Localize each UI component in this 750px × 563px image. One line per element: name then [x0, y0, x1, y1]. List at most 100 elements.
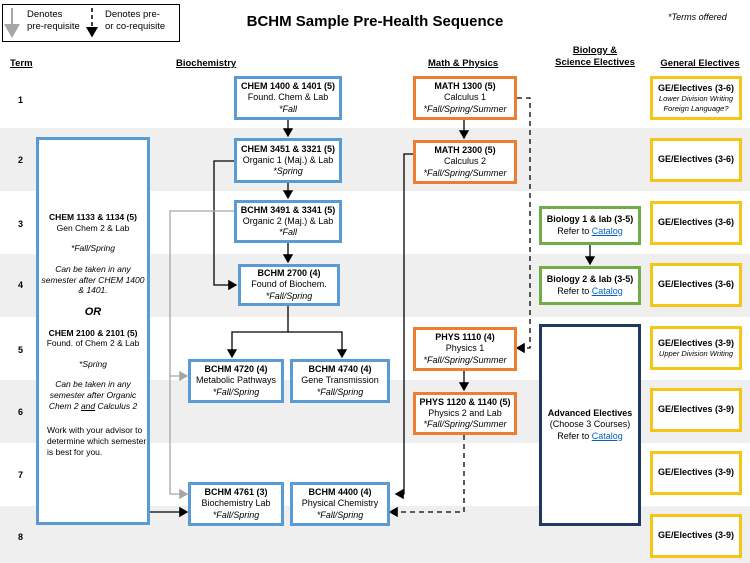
arrow-bchm2700-to-bchm4740	[288, 331, 348, 359]
course-bchm4720[interactable]: BCHM 4720 (4) Metabolic Pathways *Fall/S…	[188, 359, 284, 403]
bio1-refer: Refer to	[557, 225, 592, 236]
ge-term-4[interactable]: GE/Electives (3-6)	[650, 263, 742, 307]
chem1400-title: CHEM 1400 & 1401 (5)	[240, 81, 336, 92]
bchm4740-terms: *Fall/Spring	[316, 386, 364, 397]
adv-catalog-link[interactable]: Catalog	[591, 430, 623, 441]
course-bchm4740[interactable]: BCHM 4740 (4) Gene Transmission *Fall/Sp…	[290, 359, 390, 403]
chem1133-title: CHEM 1133 & 1134 (5)	[49, 212, 137, 222]
chem1133-note: Can be taken in any semester after CHEM …	[41, 263, 145, 296]
advanced-electives-panel[interactable]: Advanced Electives (Choose 3 Courses) Re…	[539, 324, 641, 526]
math2300-sub: Calculus 2	[443, 156, 487, 167]
chem1400-sub: Found. Chem & Lab	[247, 92, 329, 103]
bchm4720-title: BCHM 4720 (4)	[204, 364, 268, 375]
legend-coreq-line2: or co-requisite	[105, 21, 166, 33]
course-phys1120[interactable]: PHYS 1120 & 1140 (5) Physics 2 and Lab *…	[413, 392, 517, 435]
ge-term-7[interactable]: GE/Electives (3-9)	[650, 451, 742, 495]
chem1133-terms: *Fall/Spring	[71, 243, 115, 254]
term-number-4: 4	[18, 280, 24, 290]
arrow-chem3451-to-bchm2700	[213, 160, 238, 291]
advisor-note: Work with your advisor to determine whic…	[47, 425, 147, 457]
math2300-terms: *Fall/Spring/Summer	[423, 167, 507, 178]
course-bio1[interactable]: Biology 1 & lab (3-5) Refer to Catalog	[539, 206, 641, 245]
phys1120-sub: Physics 2 and Lab	[428, 407, 502, 418]
ge1-note2: Foreign Language?	[663, 103, 729, 113]
arrow-phys1120-to-bchm4400	[388, 435, 465, 518]
bio2-refer: Refer to	[557, 285, 592, 296]
ge-term-2[interactable]: GE/Electives (3-6)	[650, 138, 742, 182]
ge1-note1: Lower Division Writing	[658, 94, 734, 104]
course-math2300[interactable]: MATH 2300 (5) Calculus 2 *Fall/Spring/Su…	[413, 140, 517, 184]
chem2100-note-a: Can be taken in any semester after Organ…	[48, 379, 137, 411]
chem2100-subtitle: Found. of Chem 2 & Lab	[46, 338, 140, 349]
course-bchm4761[interactable]: BCHM 4761 (3) Biochemistry Lab *Fall/Spr…	[188, 482, 284, 526]
ge5-title: GE/Electives (3-9)	[657, 337, 735, 348]
bchm4740-title: BCHM 4740 (4)	[308, 364, 372, 375]
bchm3491-title: BCHM 3491 & 3341 (5)	[240, 204, 336, 215]
ge7-title: GE/Electives (3-9)	[657, 467, 735, 478]
bchm3491-terms: *Fall	[278, 227, 297, 238]
legend-prereq-line1: Denotes	[27, 9, 63, 20]
arrow-math2300-to-bchm4400	[394, 153, 413, 500]
math1300-title: MATH 1300 (5)	[434, 81, 496, 92]
bchm4720-sub: Metabolic Pathways	[195, 375, 277, 386]
bio2-refer-line: Refer to Catalog	[557, 286, 623, 297]
header-biology-line2: Science Electives	[555, 57, 635, 69]
bchm4761-terms: *Fall/Spring	[212, 509, 260, 520]
phys1120-title: PHYS 1120 & 1140 (5)	[419, 396, 511, 407]
course-phys1110[interactable]: PHYS 1110 (4) Physics 1 *Fall/Spring/Sum…	[413, 327, 517, 371]
ge-term-5[interactable]: GE/Electives (3-9) Upper Division Writin…	[650, 326, 742, 370]
term-number-8: 8	[18, 532, 24, 542]
chem-sequence-panel: CHEM 1133 & 1134 (5) Gen Chem 2 & Lab *F…	[36, 137, 150, 525]
header-biology-line1: Biology &	[572, 45, 618, 56]
term-number-5: 5	[18, 345, 24, 355]
chem1133-subtitle: Gen Chem 2 & Lab	[56, 222, 130, 233]
ge3-title: GE/Electives (3-6)	[657, 217, 735, 228]
bchm2700-title: BCHM 2700 (4)	[257, 268, 321, 279]
phys1120-terms: *Fall/Spring/Summer	[423, 419, 507, 430]
ge-term-3[interactable]: GE/Electives (3-6)	[650, 201, 742, 245]
bchm4740-sub: Gene Transmission	[301, 375, 379, 386]
adv-sub: (Choose 3 Courses)	[549, 419, 631, 430]
course-bio2[interactable]: Biology 2 & lab (3-5) Refer to Catalog	[539, 266, 641, 305]
bchm4761-sub: Biochemistry Lab	[201, 498, 271, 509]
arrow-math1300-to-phys1110	[515, 97, 531, 354]
course-chem3451[interactable]: CHEM 3451 & 3321 (5) Organic 1 (Maj.) & …	[234, 138, 342, 183]
adv-refer-line: Refer to Catalog	[557, 431, 623, 442]
phys1110-sub: Physics 1	[445, 343, 485, 354]
bio1-refer-line: Refer to Catalog	[557, 226, 623, 237]
ge-term-6[interactable]: GE/Electives (3-9)	[650, 388, 742, 432]
header-general-electives: General Electives	[660, 58, 740, 69]
or-divider: OR	[84, 305, 102, 318]
course-bchm3491[interactable]: BCHM 3491 & 3341 (5) Organic 2 (Maj.) & …	[234, 200, 342, 243]
bio1-catalog-link[interactable]: Catalog	[591, 225, 623, 236]
term-number-7: 7	[18, 470, 24, 480]
course-bchm2700[interactable]: BCHM 2700 (4) Found of Biochem. *Fall/Sp…	[238, 264, 340, 306]
math2300-title: MATH 2300 (5)	[434, 145, 496, 156]
course-chem1400[interactable]: CHEM 1400 & 1401 (5) Found. Chem & Lab *…	[234, 76, 342, 120]
bio2-title: Biology 2 & lab (3-5)	[546, 274, 634, 285]
header-term: Term	[10, 58, 33, 69]
adv-title: Advanced Electives	[547, 408, 633, 419]
course-bchm4400[interactable]: BCHM 4400 (4) Physical Chemistry *Fall/S…	[290, 482, 390, 526]
ge1-title: GE/Electives (3-6)	[657, 83, 735, 93]
bchm4720-terms: *Fall/Spring	[212, 386, 260, 397]
chem2100-note-and: and	[80, 400, 96, 411]
chem2100-title: CHEM 2100 & 2101 (5)	[48, 327, 138, 338]
header-biochemistry: Biochemistry	[176, 58, 237, 69]
ge-term-1[interactable]: GE/Electives (3-6) Lower Division Writin…	[650, 76, 742, 120]
ge-term-8[interactable]: GE/Electives (3-9)	[650, 514, 742, 558]
course-math1300[interactable]: MATH 1300 (5) Calculus 1 *Fall/Spring/Su…	[413, 76, 517, 120]
term-number-3: 3	[18, 219, 24, 229]
bchm4400-title: BCHM 4400 (4)	[308, 487, 372, 498]
bchm2700-sub: Found of Biochem.	[251, 279, 327, 290]
bchm4761-title: BCHM 4761 (3)	[204, 487, 268, 498]
chem2100-terms: *Spring	[79, 358, 107, 369]
ge4-title: GE/Electives (3-6)	[657, 279, 735, 290]
adv-refer: Refer to	[557, 430, 592, 441]
bchm4400-terms: *Fall/Spring	[316, 509, 364, 520]
bio2-catalog-link[interactable]: Catalog	[591, 285, 623, 296]
chem3451-title: CHEM 3451 & 3321 (5)	[240, 143, 336, 154]
term-number-1: 1	[18, 95, 24, 105]
header-biology: Biology & Science Electives	[550, 45, 640, 70]
